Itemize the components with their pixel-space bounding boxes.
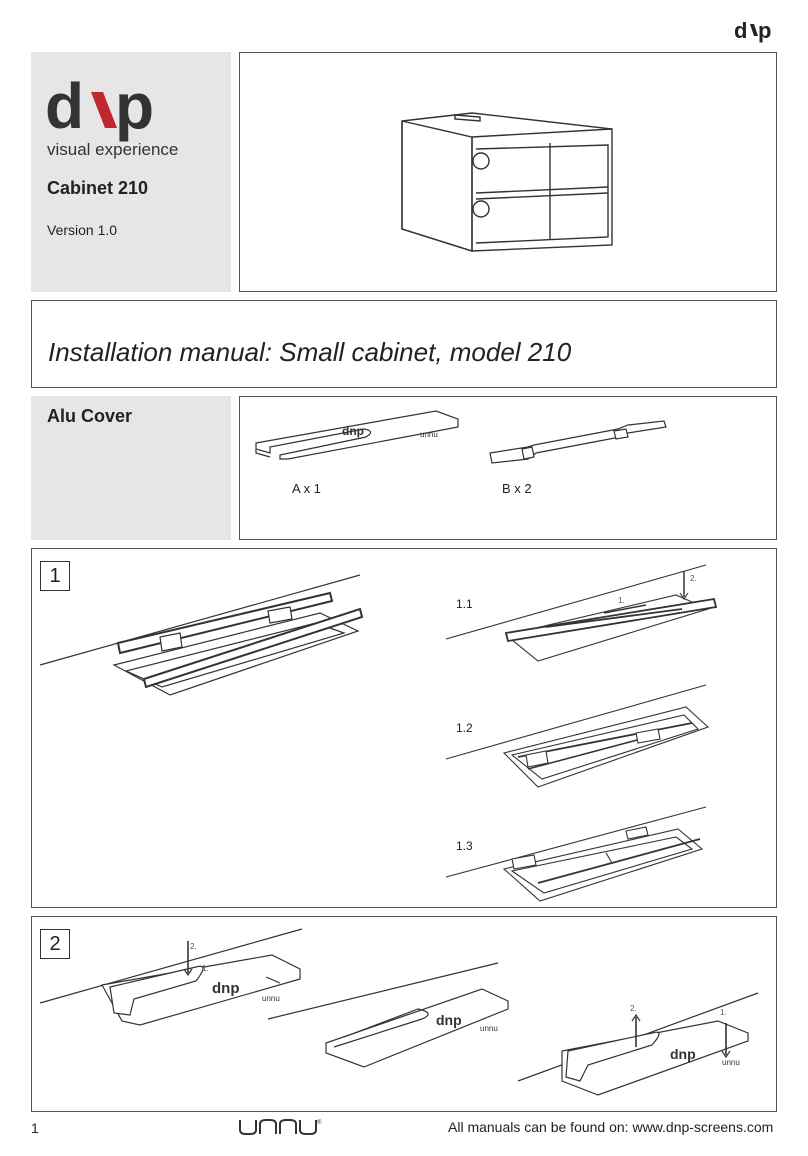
- step1-main-illustration-icon: [39, 574, 364, 696]
- brand-panel: d p visual experience Cabinet 210 Versio…: [31, 52, 231, 292]
- svg-text:unnu: unnu: [262, 994, 280, 1003]
- brand-tagline: visual experience: [47, 140, 179, 159]
- page-number: 1: [31, 1120, 39, 1136]
- step2-callout-2: 2.: [190, 942, 197, 951]
- svg-text:unnu: unnu: [722, 1058, 740, 1067]
- svg-text:dnp: dnp: [212, 980, 240, 997]
- callout-1: 1.: [618, 596, 625, 605]
- step2-box: 2 dnp unnu 2. 1. dnp unnu: [31, 916, 777, 1112]
- step1-2-illustration-icon: [445, 684, 710, 788]
- part-a-label: A x 1: [292, 481, 321, 496]
- svg-text:dnp: dnp: [436, 1012, 462, 1028]
- svg-text:p: p: [758, 18, 771, 43]
- part-b-label: B x 2: [502, 481, 532, 496]
- cabinet-illustration-box: [239, 52, 777, 292]
- svg-text:dnp: dnp: [342, 424, 364, 438]
- page-title: Installation manual: Small cabinet, mode…: [48, 337, 572, 367]
- cabinet-icon: [401, 112, 613, 252]
- step2-remove-cover-illustration-icon: dnp unnu 2. 1.: [517, 992, 759, 1096]
- manuals-link[interactable]: All manuals can be found on: www.dnp-scr…: [448, 1119, 774, 1135]
- substep-1-2-label: 1.2: [456, 721, 473, 735]
- parts-panel: Alu Cover: [31, 396, 231, 540]
- svg-text:unnu: unnu: [480, 1024, 498, 1033]
- unnu-logo-icon: ®: [238, 1116, 322, 1138]
- callout-2: 2.: [690, 574, 697, 583]
- step2-callout-1b: 1.: [720, 1008, 727, 1017]
- parts-heading: Alu Cover: [47, 406, 133, 426]
- step2-callout-1: 1.: [202, 964, 209, 973]
- substep-1-3-label: 1.3: [456, 839, 473, 853]
- cover-bracket-icon: [489, 420, 667, 464]
- header-dnp-logo-icon: d p: [734, 18, 778, 44]
- step1-1-illustration-icon: 2. 1.: [445, 564, 718, 662]
- svg-text:p: p: [115, 70, 154, 142]
- alu-cover-plate-icon: dnp unnu: [255, 410, 459, 460]
- version-label: Version 1.0: [47, 222, 118, 238]
- svg-text:dnp: dnp: [670, 1046, 696, 1062]
- svg-text:d: d: [734, 18, 747, 43]
- svg-text:®: ®: [317, 1119, 322, 1126]
- step1-3-illustration-icon: [445, 806, 707, 902]
- step2-number: 2: [40, 929, 70, 959]
- step2-callout-2b: 2.: [630, 1004, 637, 1013]
- step2-cover-in-place-illustration-icon: dnp unnu: [267, 962, 509, 1068]
- dnp-logo-icon: d p: [45, 70, 175, 142]
- product-name: Cabinet 210: [47, 178, 149, 198]
- substep-1-1-label: 1.1: [456, 597, 473, 611]
- step1-number: 1: [40, 561, 70, 591]
- step2-lift-cover-illustration-icon: dnp unnu 2. 1.: [39, 928, 303, 1026]
- svg-text:d: d: [45, 70, 84, 142]
- svg-text:unnu: unnu: [420, 430, 438, 439]
- step1-box: 1 1.1 2. 1. 1.2: [31, 548, 777, 908]
- parts-illustration-box: dnp unnu A x 1 B x 2: [239, 396, 777, 540]
- title-box: Installation manual: Small cabinet, mode…: [31, 300, 777, 388]
